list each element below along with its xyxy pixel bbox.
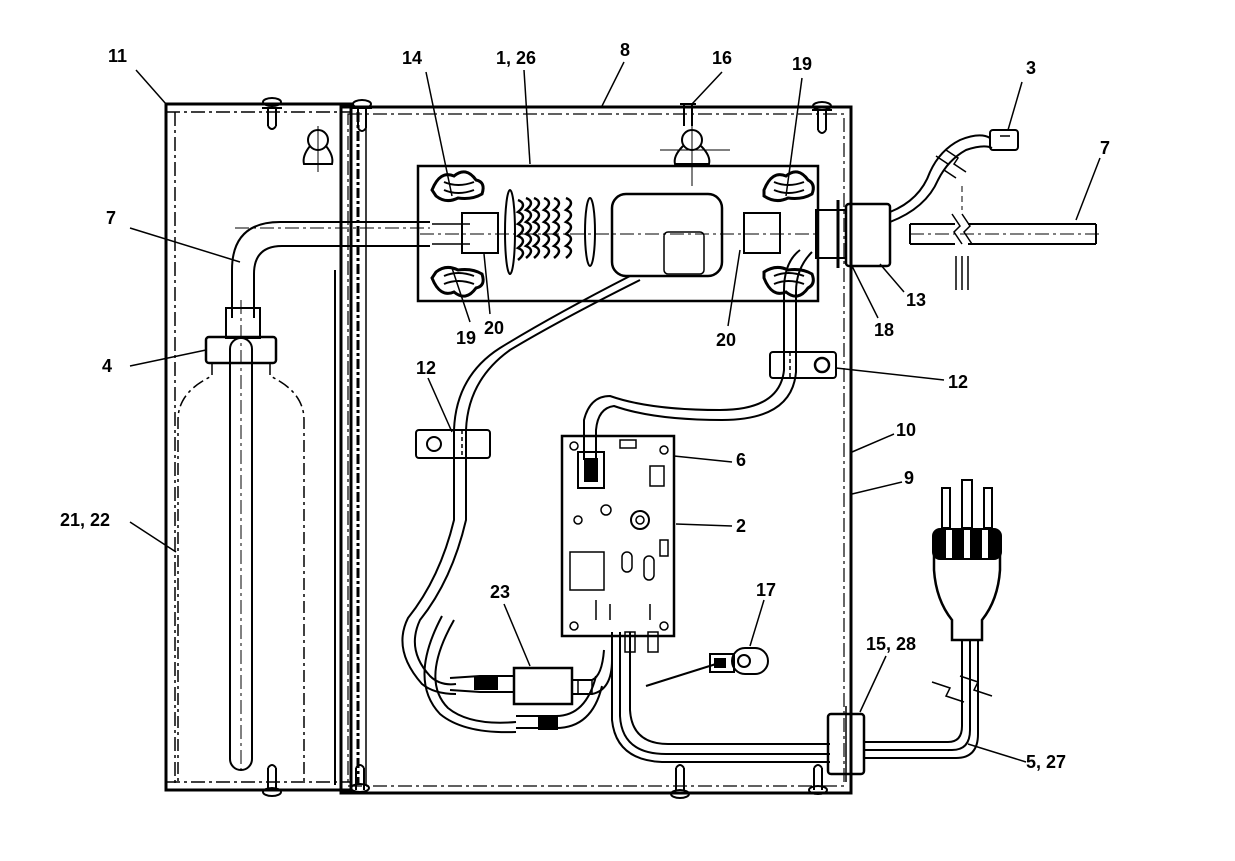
callout-1-26: 1, 26 — [496, 48, 536, 68]
spring-icon — [762, 170, 815, 203]
callout-7-left: 7 — [106, 208, 116, 228]
keyhole-slot-icon — [302, 126, 334, 172]
tube-7 — [231, 221, 430, 318]
left-enclosure-panel — [164, 102, 353, 792]
callout-20-left: 20 — [484, 318, 504, 338]
cable-clamp-icon — [415, 429, 491, 459]
internal-cable-right — [583, 249, 813, 460]
callout-5-27: 5, 27 — [1026, 752, 1066, 772]
strain-relief — [826, 706, 866, 782]
callout-21-22: 21, 22 — [60, 510, 110, 530]
leader-lines — [129, 61, 1101, 763]
screw-icon — [808, 764, 828, 795]
callout-7-right: 7 — [1100, 138, 1110, 158]
lamp-module — [416, 164, 820, 303]
callout-13: 13 — [906, 290, 926, 310]
spring-icon — [430, 170, 485, 203]
callout-10: 10 — [896, 420, 916, 440]
callout-16: 16 — [712, 48, 732, 68]
bottle — [177, 300, 305, 784]
spring-icon — [430, 265, 485, 298]
power-cable-internal — [611, 632, 830, 763]
screw-icon — [670, 764, 690, 799]
cable-clamp-icon — [769, 351, 837, 379]
power-cord — [864, 640, 993, 759]
outlet-fitting — [815, 200, 892, 268]
tube-7-external — [909, 186, 1100, 290]
callout-11: 11 — [108, 46, 127, 66]
callout-17: 17 — [756, 580, 776, 600]
callout-9: 9 — [904, 468, 914, 488]
callout-12-left: 12 — [416, 358, 436, 378]
screw-icon — [812, 101, 832, 134]
callout-15-28: 15, 28 — [866, 634, 916, 654]
callout-labels: 11 14 1, 26 8 16 19 3 7 7 4 19 20 20 13 … — [60, 40, 1110, 772]
main-enclosure-box — [339, 105, 853, 795]
callout-18: 18 — [874, 320, 894, 340]
callout-3: 3 — [1026, 58, 1036, 78]
screw-icon — [262, 97, 282, 130]
callout-2: 2 — [736, 516, 746, 536]
sensor-cable-3 — [889, 129, 1019, 223]
internal-cable-left — [401, 275, 641, 734]
callout-19-top: 19 — [792, 54, 812, 74]
callout-12-right: 12 — [948, 372, 968, 392]
callout-6: 6 — [736, 450, 746, 470]
inline-component-23 — [449, 649, 613, 730]
screw-icon — [262, 764, 282, 797]
circuit-board — [560, 434, 676, 653]
callout-20-right: 20 — [716, 330, 736, 350]
callout-23: 23 — [490, 582, 510, 602]
callout-19-bottom: 19 — [456, 328, 476, 348]
callout-14: 14 — [402, 48, 422, 68]
callout-4: 4 — [102, 356, 112, 376]
screw-icon — [680, 103, 696, 126]
ground-lug-icon — [645, 647, 769, 687]
screw-icon — [352, 99, 372, 132]
plug-icon — [932, 479, 1002, 642]
callout-8: 8 — [620, 40, 630, 60]
keyhole-slot-icon — [660, 126, 730, 186]
spring-icon — [762, 265, 815, 298]
mounting-screws — [262, 97, 832, 799]
screw-icon — [350, 764, 370, 793]
